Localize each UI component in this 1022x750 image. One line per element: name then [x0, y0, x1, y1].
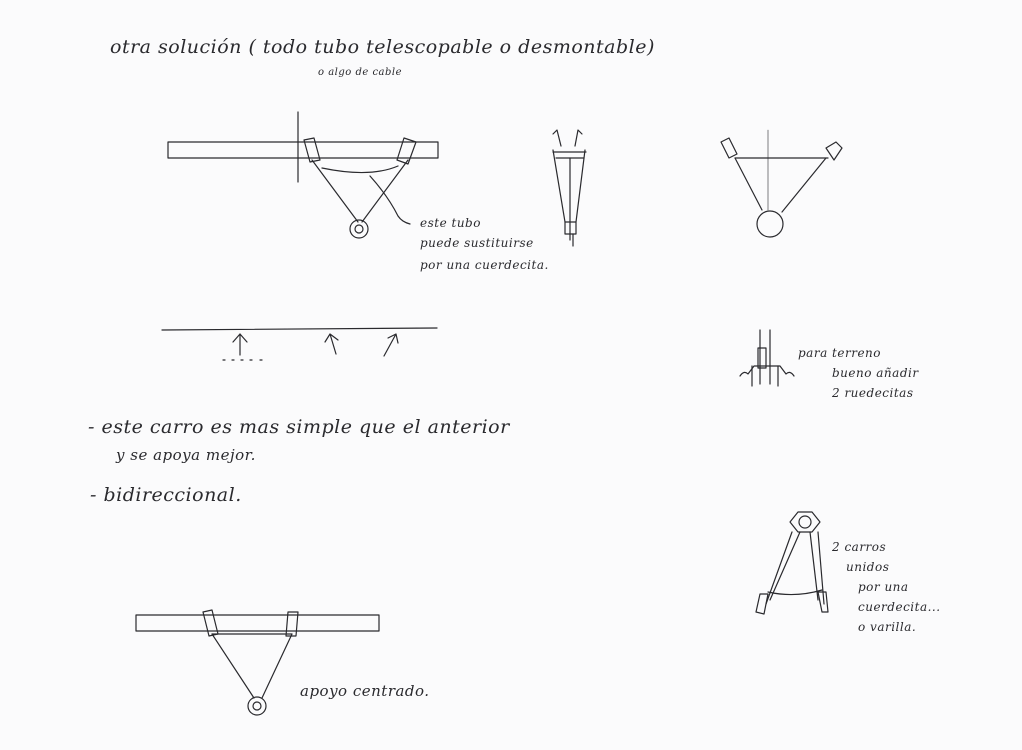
v-strings — [734, 157, 827, 213]
detail-post — [759, 329, 771, 385]
hex-hole — [798, 515, 812, 529]
title-line: otra solución ( todo tubo telescopable o… — [110, 36, 655, 58]
bottom-wheel-hub — [252, 701, 262, 711]
detail-legs — [751, 365, 779, 387]
hex-top — [789, 511, 821, 533]
triangle-legs-inner — [769, 531, 819, 601]
support-strings — [311, 159, 409, 223]
v-clamp-right — [825, 141, 843, 161]
arrow-3 — [383, 333, 399, 357]
cart-v-view — [720, 129, 843, 238]
two-carts-note-line-3: por una — [858, 580, 909, 594]
terrain-note-line-3: 2 ruedecitas — [832, 386, 914, 400]
clamp-left — [303, 137, 321, 163]
horizontal-tube — [167, 141, 439, 159]
bottom-support-strings — [211, 633, 293, 699]
arrow-2 — [324, 333, 339, 355]
two-carts-note-line-2: unidos — [846, 560, 890, 574]
arrow-1 — [232, 333, 248, 356]
cart-front-view-top — [552, 129, 587, 247]
cross-string — [321, 165, 399, 174]
bullet-2: - bidireccional. — [90, 484, 242, 506]
wheel-hub — [354, 224, 364, 234]
wheel — [349, 219, 369, 239]
v-wheel — [756, 210, 784, 238]
two-carts-note-line-1: 2 carros — [832, 540, 887, 554]
detail-block — [757, 347, 767, 369]
clamp-right — [396, 137, 417, 165]
tube-note-line-2: puede sustituirse — [420, 236, 534, 250]
tube-note-line-3: por una cuerdecita. — [420, 258, 549, 272]
two-carts-joined — [755, 511, 829, 615]
bullet-1-line-1: - este carro es mas simple que el anteri… — [88, 416, 510, 438]
front-view-tips — [552, 129, 583, 147]
cart-side-view-top — [167, 111, 439, 239]
front-view-sides — [552, 149, 586, 223]
two-carts-note-line-4: cuerdecita... — [858, 600, 941, 614]
pointer-to-note — [369, 175, 411, 225]
bottom-clamp-right — [285, 611, 299, 637]
terrain-note-line-2: bueno añadir — [832, 366, 919, 380]
centered-support-note: apoyo centrado. — [300, 682, 430, 700]
cart-left-foot — [755, 593, 769, 615]
title-subline: o algo de cable — [318, 67, 403, 78]
bottom-wheel — [247, 696, 267, 716]
detail-wheel-arch — [739, 365, 795, 377]
ground-with-arrows — [161, 327, 438, 361]
terrain-note-line-1: para terreno — [798, 346, 881, 360]
bullet-1-line-2: y se apoya mejor. — [116, 446, 256, 464]
v-clamp-left — [720, 137, 738, 159]
two-carts-note-line-5: o varilla. — [858, 620, 917, 634]
cart-side-view-bottom — [135, 609, 380, 716]
connecting-cord — [767, 589, 823, 596]
front-view-base — [564, 221, 577, 235]
tube-note-line-1: este tubo — [420, 216, 481, 230]
terrain-wheels-detail — [739, 329, 795, 387]
ground-line — [161, 327, 438, 331]
bottom-horizontal-tube — [135, 614, 380, 632]
bottom-clamp-left — [202, 609, 219, 637]
cart-right-foot — [817, 591, 829, 613]
